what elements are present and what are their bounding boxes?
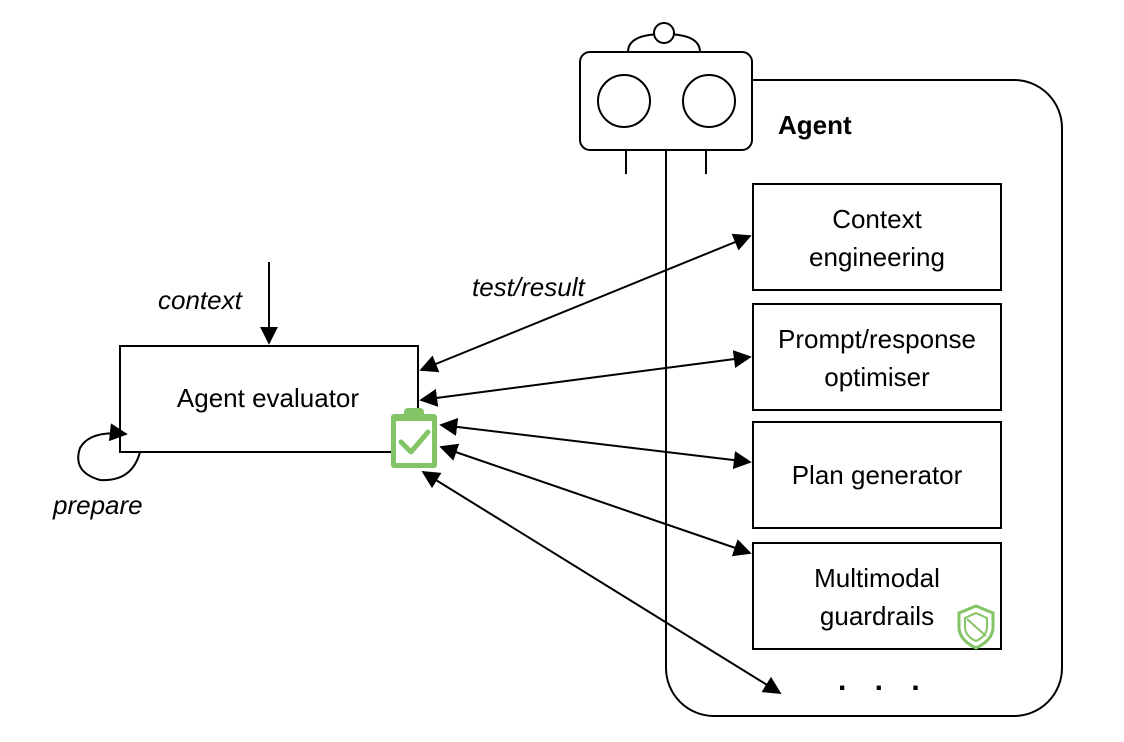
module-prompt-line1: Prompt/response: [778, 324, 976, 354]
prepare-loop: [77, 423, 141, 482]
module-plan-line1: Plan generator: [792, 460, 963, 490]
module-context-line2: engineering: [809, 242, 945, 272]
module-box-prompt-response: [752, 303, 1002, 411]
module-guardrails-line2: guardrails: [820, 601, 934, 631]
arrow-context-engineering: [419, 233, 752, 373]
module-box-multimodal-guardrails: [752, 542, 1002, 650]
arrow-prompt-response: [419, 350, 752, 407]
module-box-context-engineering: [752, 183, 1002, 291]
module-prompt-line2: optimiser: [824, 362, 930, 392]
agent-evaluator-box: [119, 345, 419, 453]
module-guardrails-line1: Multimodal: [814, 563, 940, 593]
test-result-label: test/result: [472, 272, 586, 302]
context-label: context: [158, 285, 244, 315]
agent-evaluator-label: Agent evaluator: [177, 383, 359, 413]
arrow-ellipsis: [421, 471, 782, 694]
clipboard-check-icon: [391, 408, 437, 468]
prepare-label: prepare: [52, 490, 143, 520]
module-context-line1: Context: [832, 204, 922, 234]
agent-title: Agent: [778, 110, 852, 140]
ellipsis: . . .: [838, 664, 930, 697]
shield-icon: [957, 604, 995, 650]
robot-head-icon: [579, 22, 753, 174]
